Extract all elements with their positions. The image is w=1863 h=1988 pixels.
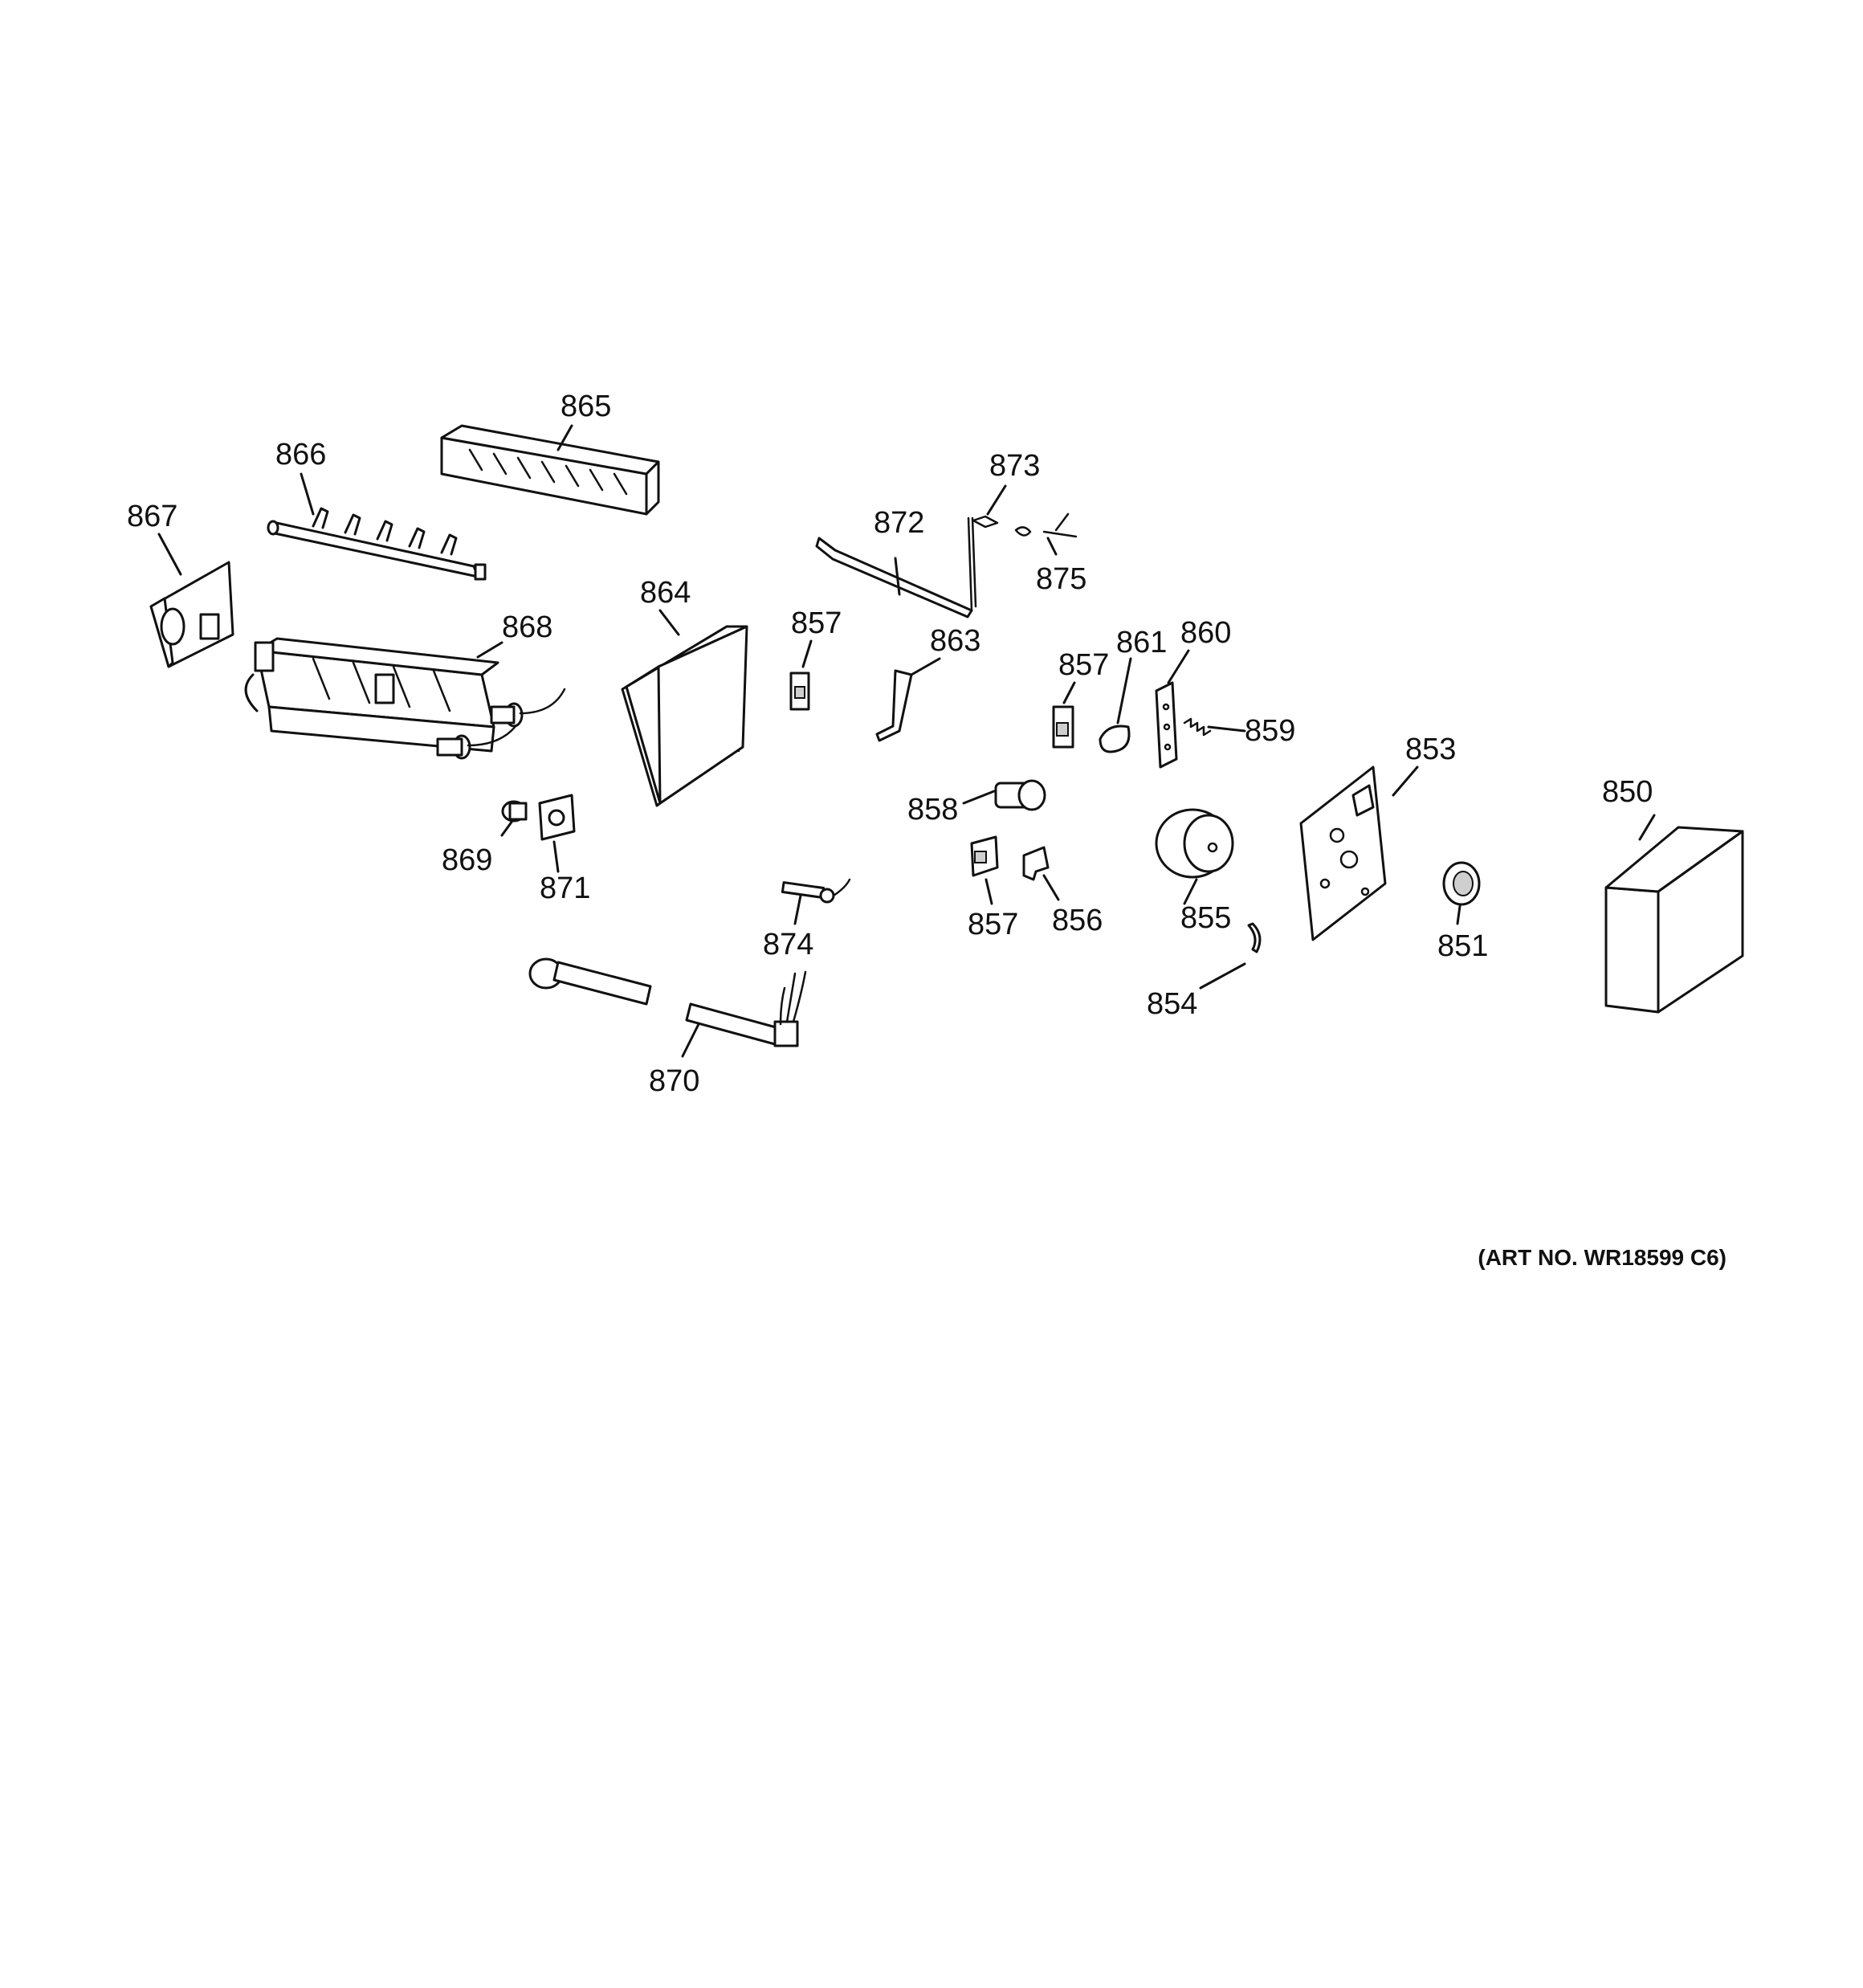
callout-857-upper: 857 [791,606,842,640]
callout-859: 859 [1245,714,1295,748]
callout-857-middle: 857 [1058,648,1109,682]
callout-871: 871 [540,872,590,905]
part-873-link [972,515,999,529]
part-868-mold-heater [244,637,566,760]
part-870-harness [528,957,807,1047]
part-858-thermostat [994,779,1046,811]
callout-869: 869 [442,843,492,877]
part-865-stripper [440,424,660,516]
callout-854: 854 [1147,987,1197,1021]
part-850-cover [1604,826,1744,1014]
part-851-gear [1442,861,1481,906]
callout-872: 872 [874,506,924,540]
part-866-ejector [267,507,487,581]
callout-labels: 865 866 867 868 864 857 872 873 875 863 … [127,390,1653,1098]
part-872-shutoff-arm [815,516,977,618]
part-859-spring [1183,717,1212,737]
callout-873: 873 [989,449,1040,483]
callout-863: 863 [930,624,980,658]
part-875-clip [1014,512,1078,538]
callout-858: 858 [907,793,958,827]
part-853-plate [1299,765,1387,941]
callout-875: 875 [1036,562,1086,596]
callout-870: 870 [649,1064,699,1098]
part-856-clip [1022,846,1050,881]
callout-850: 850 [1602,775,1653,809]
callout-864: 864 [640,576,691,610]
callout-855: 855 [1180,901,1231,935]
callout-860: 860 [1180,616,1231,650]
callout-861: 861 [1116,626,1167,659]
art-number-label: (ART NO. WR18599 C6) [1478,1245,1726,1270]
part-869-nut [501,800,528,823]
part-864-housing [621,625,748,807]
callout-856: 856 [1052,904,1103,937]
callout-853: 853 [1405,733,1456,766]
part-860-bracket [1155,681,1178,769]
part-854-clip [1247,922,1262,953]
callout-865: 865 [561,390,611,423]
part-871-washer [538,794,576,841]
callout-874: 874 [763,928,813,961]
leader-lines [157,424,1656,1058]
part-874-screw [781,878,851,904]
callout-867: 867 [127,500,177,533]
part-857b-switch [1052,705,1074,749]
callout-851: 851 [1437,929,1488,963]
callout-857-lower: 857 [968,908,1018,941]
part-861-cam [1099,725,1131,753]
part-855-motor [1155,808,1234,879]
part-863-lever [875,669,913,742]
callout-866: 866 [275,438,326,471]
part-867-bracket [149,561,234,668]
part-857a-switch [789,672,810,711]
part-857c-switch [970,835,999,877]
callout-868: 868 [502,610,552,644]
